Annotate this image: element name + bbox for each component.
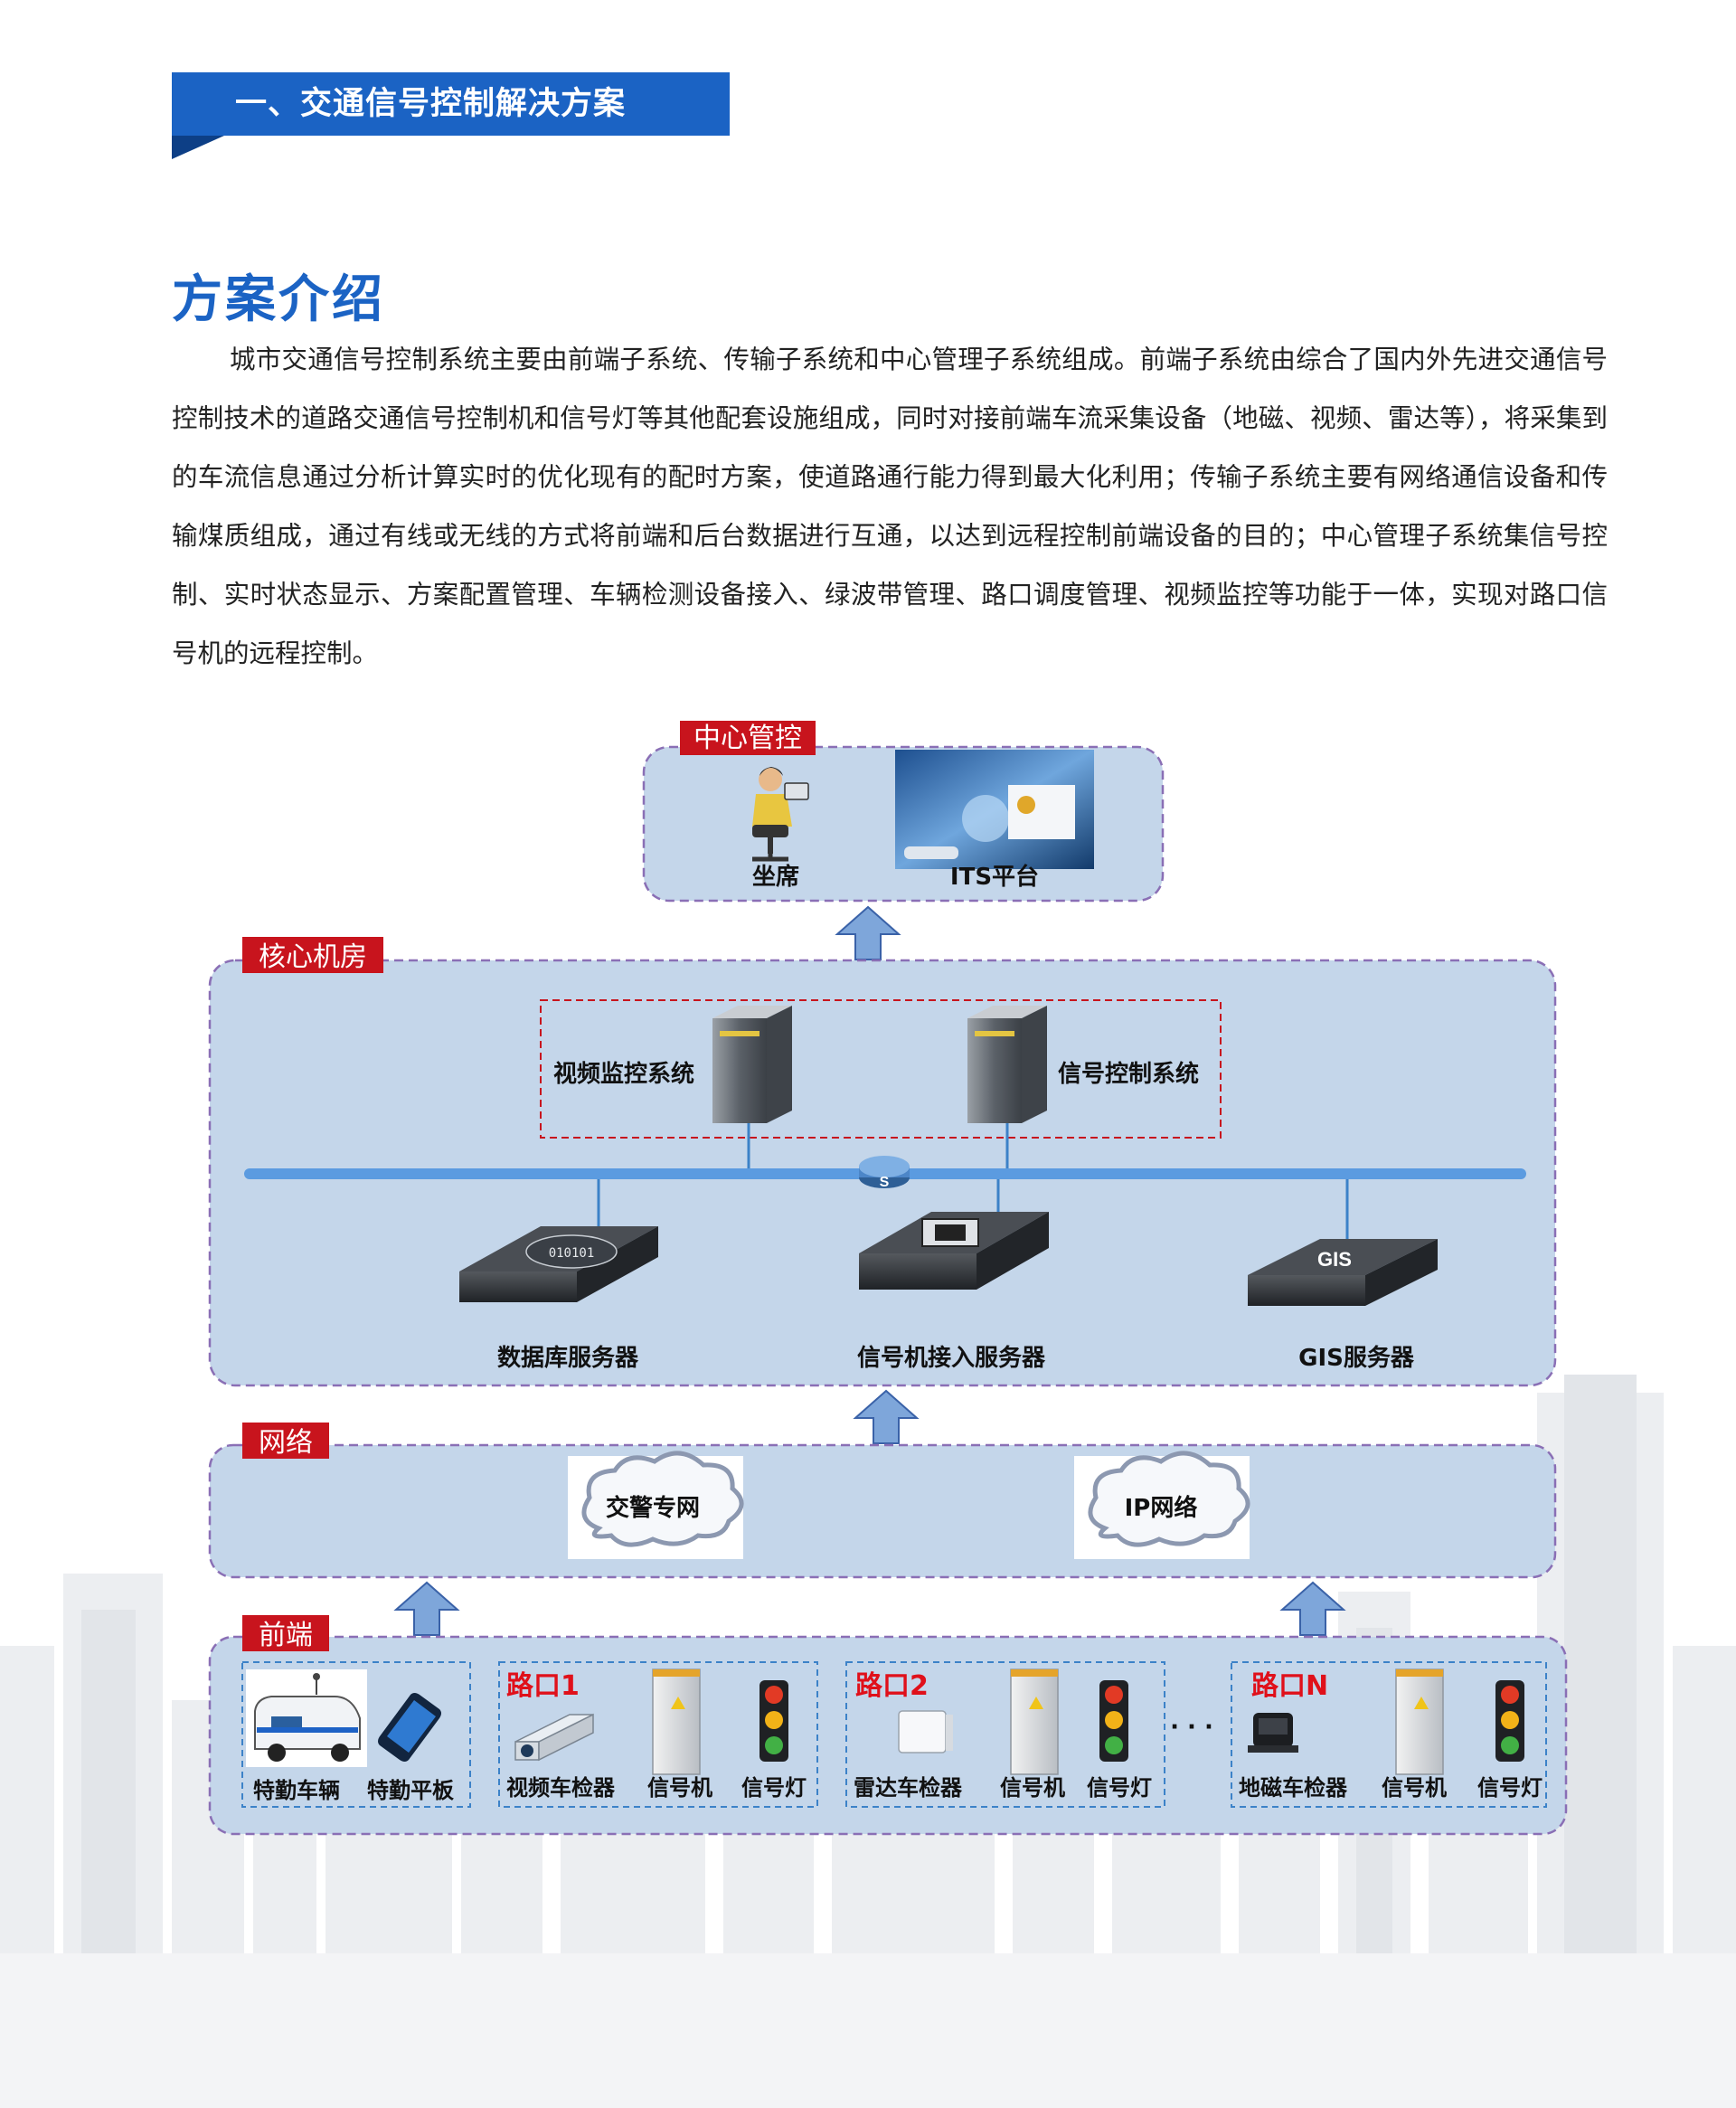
signal-system-label: 信号控制系统 [1058,1060,1199,1088]
database-server-glyph: 010101 [549,1246,595,1261]
network-title: 网络 [259,1427,313,1459]
gis-server-icon: GIS [1248,1239,1438,1306]
special-vehicle-icon [246,1669,367,1767]
front-title: 前端 [259,1620,313,1651]
crossing1-controller-label: 信号机 [647,1775,712,1801]
network-panel [208,1443,1557,1579]
crossing2-controller-label: 信号机 [1000,1775,1065,1801]
crossing2-controller-icon [1010,1668,1059,1775]
core-system-group [540,999,1222,1139]
crossing2-light-icon [1099,1680,1128,1762]
front-panel [208,1635,1568,1836]
crossings-ellipsis: · · · [1170,1714,1213,1741]
signal-server-label: 信号机接入服务器 [857,1345,1046,1372]
center-title-tag [680,721,816,755]
intro-paragraph: 城市交通信号控制系统主要由前端子系统、传输子系统和中心管理子系统组成。前端子系统… [172,345,1608,668]
arrow-core-to-center [835,905,901,960]
crossing1-light-icon [760,1680,788,1762]
network-title-tag [242,1423,329,1459]
special-vehicle-label: 特勤车辆 [253,1778,340,1803]
arrow-network-to-core [853,1389,920,1444]
crossing1-group [498,1661,818,1808]
db-server-label: 数据库服务器 [497,1345,639,1372]
crossing1-detector-label: 视频车检器 [506,1775,616,1801]
special-group [241,1661,471,1808]
crossing2-detector-label: 雷达车检器 [854,1775,963,1801]
crossing2-light-label: 信号灯 [1087,1775,1152,1801]
signal-control-server-icon [967,1006,1047,1123]
ip-network-cloud-icon [1074,1451,1250,1559]
crossingN-light-label: 信号灯 [1477,1775,1543,1801]
banner-fold [172,136,224,159]
crossing1-light-label: 信号灯 [741,1775,807,1801]
crossing2-group [845,1661,1165,1808]
video-monitoring-server-icon [712,1006,792,1123]
special-tablet-label: 特勤平板 [367,1778,455,1803]
police-network-cloud-icon [568,1451,744,1559]
crossingN-light-icon [1495,1680,1524,1762]
core-title-tag [242,937,383,973]
banner-title: 一、交通信号控制解决方案 [235,86,627,122]
video-detector-icon [514,1713,594,1762]
crossing2-title: 路口2 [855,1670,929,1702]
database-server-icon: 010101 [459,1226,658,1302]
intro-heading: 方案介绍 [172,270,385,329]
core-title: 核心机房 [259,941,367,973]
its-platform-label: ITS平台 [950,863,1039,891]
crossingN-title: 路口N [1251,1670,1328,1702]
special-tablet-icon [378,1693,441,1762]
gis-server-label: GIS服务器 [1298,1345,1415,1372]
switch-icon: S [859,1156,910,1190]
video-system-label: 视频监控系统 [553,1060,694,1088]
its-platform-screen [895,750,1094,869]
front-title-tag [242,1615,329,1651]
switch-glyph: S [880,1175,890,1190]
signal-access-server-icon [859,1212,1049,1290]
ip-network-label: IP网络 [1125,1494,1198,1522]
crossing1-controller-icon [652,1668,701,1775]
crossingN-controller-icon [1395,1668,1444,1775]
center-title: 中心管控 [693,723,802,754]
seat-label: 坐席 [752,863,799,891]
crossingN-group [1231,1661,1547,1808]
radar-detector-icon [898,1710,953,1754]
crossing1-title: 路口1 [506,1670,580,1702]
arrow-front-to-network-right [1279,1581,1346,1636]
police-network-label: 交警专网 [606,1494,700,1522]
geomagnetic-detector-icon [1248,1713,1298,1753]
arrow-front-to-network-left [393,1581,460,1636]
seat-operator-icon [752,767,809,862]
crossingN-controller-label: 信号机 [1382,1775,1447,1801]
section-banner: 一、交通信号控制解决方案 [172,72,730,136]
gis-server-glyph: GIS [1317,1248,1352,1271]
crossingN-detector-label: 地磁车检器 [1239,1775,1348,1801]
